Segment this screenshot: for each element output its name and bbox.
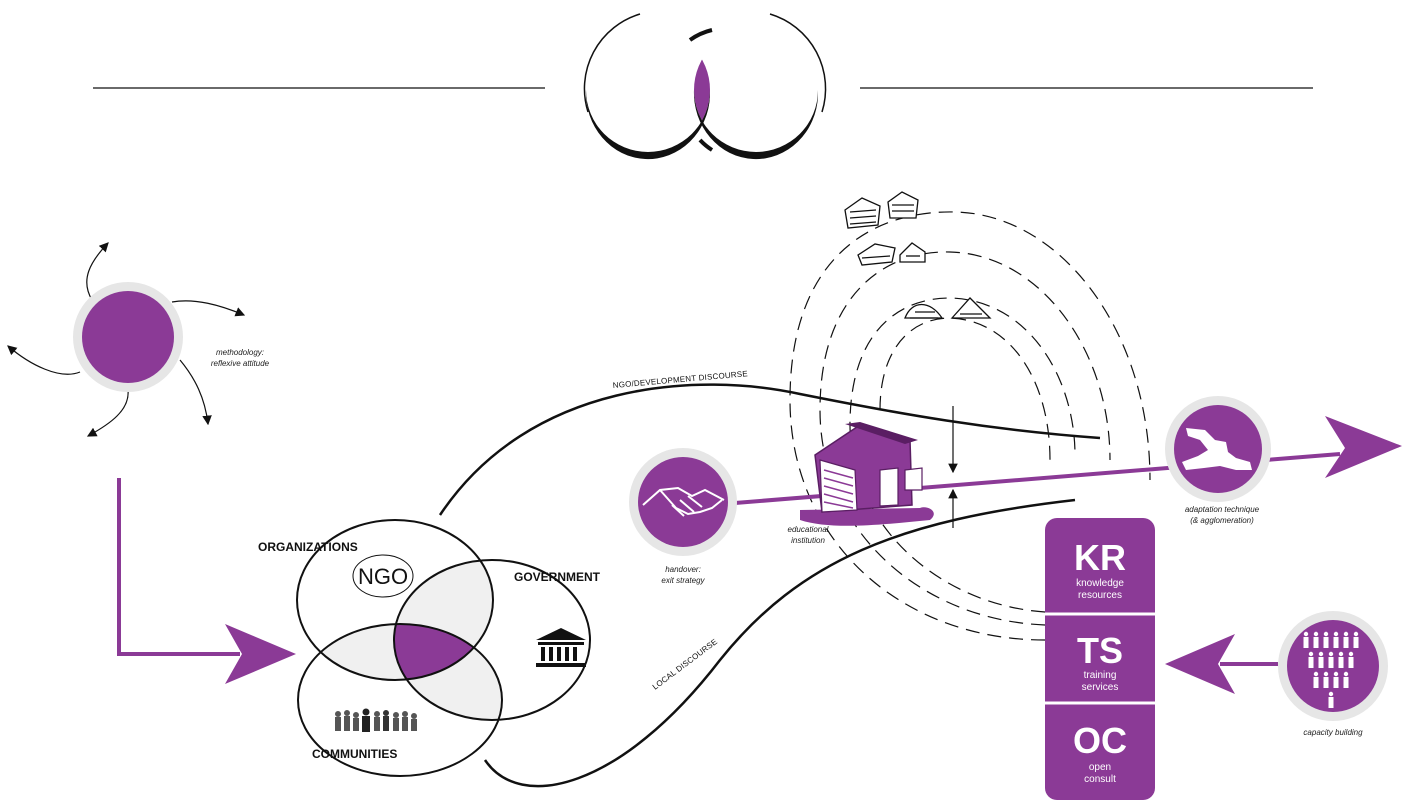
service-oc-abbr: OC [1073,720,1127,761]
person-figure [1353,631,1359,648]
services-background [1045,518,1155,800]
ngo-badge [352,554,414,598]
service-ts-line2: services [1082,682,1119,693]
main-arrow-head [1325,416,1402,478]
arrow-right [171,300,246,317]
person-figure [1348,651,1354,668]
person-figure [1343,671,1349,688]
person-figure [1313,671,1319,688]
hut-icon [844,197,881,229]
people-group-icon [1303,631,1359,708]
arrow-left [7,345,81,375]
hut-icon [899,242,926,263]
service-ts-abbr: TS [1077,630,1123,671]
person-figure [1333,671,1339,688]
service-oc-line1: open [1089,762,1111,773]
service-kr-line1: knowledge [1076,578,1124,589]
logo-ring-right [769,13,827,113]
stakeholder-venn: ORGANIZATIONS NGO GOVERNMENT COMMUNITIES [258,519,601,777]
service-kr-line2: resources [1078,590,1122,601]
capacity-label: capacity building [1303,728,1363,737]
handover-node: handover: exit strategy [629,448,737,585]
local-discourse-curve [483,498,1076,788]
ngo-discourse-curve [438,383,1101,516]
government-label: GOVERNMENT [514,570,601,584]
person-figure [1308,651,1314,668]
government-building-icon [536,628,586,667]
tent-icon [950,297,992,319]
school-building-icon [800,422,934,526]
people-crowd-icon [335,708,417,732]
communities-circle [297,623,503,777]
methodology-label-1: methodology: [216,348,264,357]
methodology-to-venn-arrow [117,478,296,684]
arrow-down-right [179,359,212,426]
person-figure [1333,631,1339,648]
adaptation-node: adaptation technique (& agglomeration) [1165,396,1271,525]
person-figure [1338,651,1344,668]
organizations-circle [296,519,494,681]
services-panel: KR knowledge resources TS training servi… [1045,518,1155,800]
header-logo [93,13,1313,160]
person-figure [1343,631,1349,648]
hut-icon [857,243,896,266]
local-discourse-label: LOCAL DISCOURSE [651,637,719,692]
hut-sketches [844,191,992,319]
person-figure [1328,651,1334,668]
handshake-icon [642,486,725,517]
person-figure [1303,631,1309,648]
institution-label-1: educational [788,525,829,534]
person-figure [1323,671,1329,688]
handover-label-1: handover: [665,565,701,574]
capacity-arrow [1165,634,1278,694]
arrow-up [86,242,109,301]
service-kr-abbr: KR [1074,537,1126,578]
methodology-circle [82,291,174,383]
logo-lens [694,28,710,152]
logo-lens-edge [688,28,713,42]
adaptation-label-1: adaptation technique [1185,505,1260,514]
government-circle [393,559,591,721]
arrow-down-left [86,389,129,437]
haiti-map-icon [1182,428,1252,470]
logo-arc-left [585,90,710,160]
organizations-label: ORGANIZATIONS [258,540,358,554]
person-figure [1313,631,1319,648]
person-figure [1323,631,1329,648]
handover-label-2: exit strategy [661,576,705,585]
communities-label: COMMUNITIES [312,747,397,761]
service-oc-line2: consult [1084,774,1116,785]
methodology-label-2: reflexive attitude [211,359,270,368]
ngo-badge-label: NGO [358,564,408,589]
service-ts-line1: training [1084,670,1117,681]
adaptation-label-2: (& agglomeration) [1190,516,1254,525]
logo-ring-left [583,13,641,113]
person-figure [1318,651,1324,668]
institution-label-2: institution [791,536,825,545]
capacity-node: capacity building [1278,611,1388,737]
methodology-node: methodology: reflexive attitude [7,242,270,437]
hut-icon [887,191,919,219]
tent-icon [904,303,944,319]
person-figure [1328,691,1334,708]
